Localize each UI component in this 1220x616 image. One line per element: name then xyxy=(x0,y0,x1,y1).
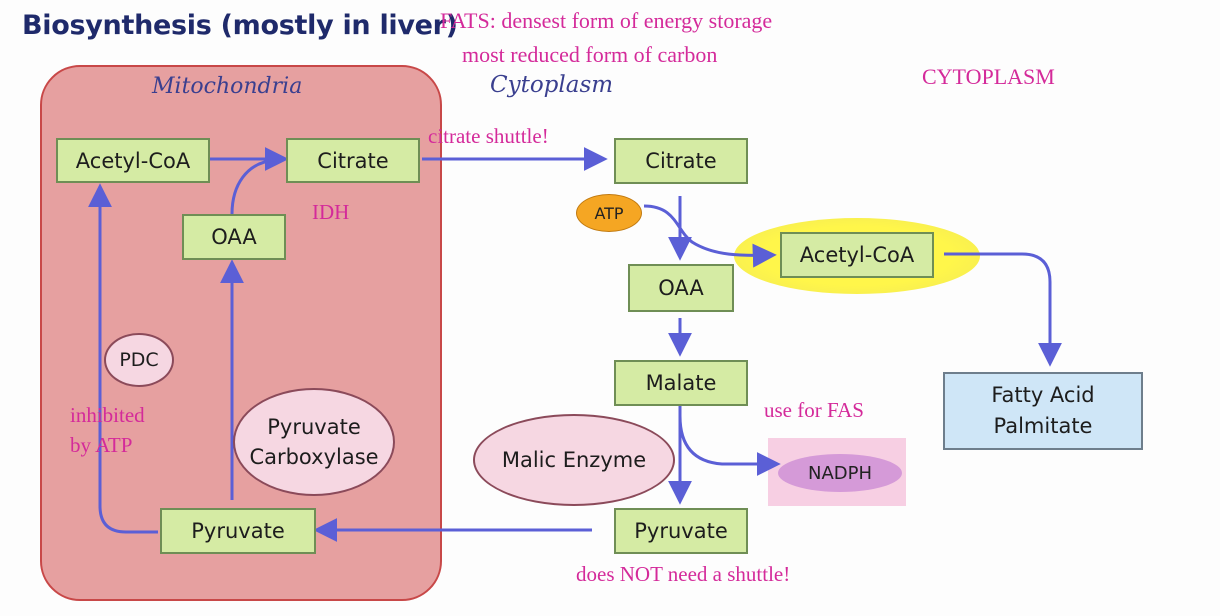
cytoplasm-region-label: CYTOPLASM xyxy=(922,64,1055,89)
pyruvate-carboxylase-line1: Pyruvate xyxy=(267,414,361,439)
arrow-oaa-citrate-mito xyxy=(230,158,277,215)
cyto-acetyl-coa-box: Acetyl-CoA xyxy=(780,232,934,278)
arrow-malate-nadph xyxy=(678,415,781,476)
fatty-acid-line1: Fatty Acid xyxy=(991,382,1095,407)
arrow-atp-acetylcoa xyxy=(643,204,777,268)
fatty-acid-line2: Palmitate xyxy=(993,414,1093,438)
arrow-acetylcoa-fattyacid xyxy=(944,252,1062,367)
cyto-citrate-box: Citrate xyxy=(614,138,748,184)
cytoplasm-handwritten-label: Cytoplasm xyxy=(490,72,614,98)
cyto-malate-box: Malate xyxy=(614,360,748,406)
mito-oaa-box: OAA xyxy=(182,214,286,260)
mito-acetyl-coa-box: Acetyl-CoA xyxy=(56,138,210,183)
no-shuttle-note: does NOT need a shuttle! xyxy=(576,562,791,586)
pyruvate-carboxylase-line2: Carboxylase xyxy=(249,445,379,469)
use-for-fas-note: use for FAS xyxy=(764,398,864,422)
idh-note: IDH xyxy=(312,200,350,224)
inhibited-by-atp-note: inhibited by ATP xyxy=(70,400,145,461)
fats-note-line2: most reduced form of carbon xyxy=(462,42,718,67)
atp-cofactor: ATP xyxy=(576,194,642,232)
cyto-pyruvate-box: Pyruvate xyxy=(614,508,748,554)
cyto-oaa-box: OAA xyxy=(628,264,734,312)
fats-note-line1: FATS: densest form of energy storage xyxy=(440,8,773,33)
pdc-enzyme: PDC xyxy=(104,333,174,387)
malic-enzyme: Malic Enzyme xyxy=(473,414,675,506)
nadph-cofactor: NADPH xyxy=(778,454,902,492)
mitochondria-label: Mitochondria xyxy=(152,74,303,99)
inhibited-note-line2: by ATP xyxy=(70,433,133,458)
citrate-shuttle-note: citrate shuttle! xyxy=(428,124,549,148)
pyruvate-carboxylase-enzyme: Pyruvate Carboxylase xyxy=(233,388,395,496)
mito-citrate-box: Citrate xyxy=(286,138,420,183)
page-title: Biosynthesis (mostly in liver) xyxy=(22,10,458,41)
fatty-acid-palmitate-box: Fatty Acid Palmitate xyxy=(943,372,1143,450)
arrow-pyruvate-acetylcoa-mito xyxy=(88,183,158,534)
inhibited-note-line1: inhibited xyxy=(70,403,145,427)
mito-pyruvate-box: Pyruvate xyxy=(160,508,316,554)
